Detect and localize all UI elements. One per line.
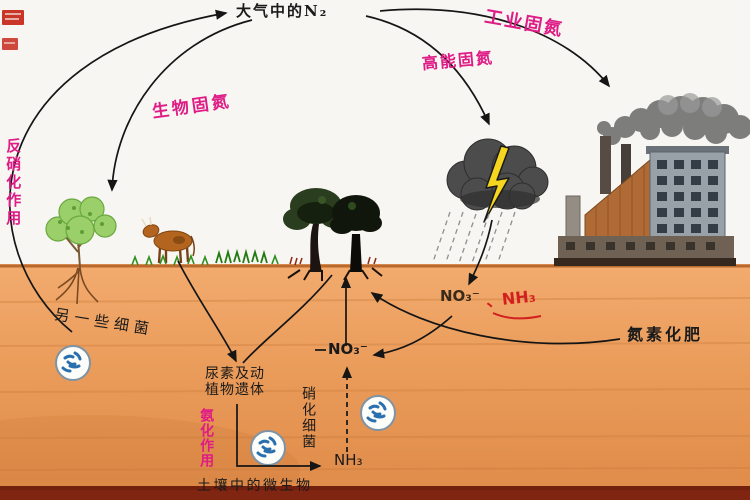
- arrow-fertilizer-to-soil: [370, 292, 621, 345]
- nitrifying-bacteria-label: 硝化细菌: [300, 386, 317, 450]
- arrow-nitrate-into-soil: [372, 315, 453, 359]
- atmosphere-n2-label: 大气中的N₂: [236, 2, 329, 20]
- arrow-denitrification: [9, 9, 228, 333]
- annotation-ammonification: 氨化作用: [198, 408, 215, 468]
- bacteria-icon: [359, 394, 397, 432]
- cycle-arrows: [9, 8, 621, 472]
- tree-roots: [287, 267, 383, 281]
- storm-cloud: [446, 138, 549, 223]
- bacteria-icon: [54, 344, 92, 382]
- trees: [283, 188, 383, 281]
- red-underline: [492, 312, 542, 320]
- arrow-lightning-fixation: [365, 15, 490, 126]
- arrow-biological-fixation: [107, 19, 253, 192]
- chimney: [621, 144, 631, 194]
- page-edge-print-artifact: [2, 10, 24, 50]
- factory: [554, 93, 750, 266]
- soil-nitrate-label: NO₃⁻: [328, 340, 368, 358]
- red-tufts: [289, 256, 377, 266]
- arrow-industrial-fixation: [379, 8, 611, 88]
- arrow-plant-remains: [242, 274, 333, 364]
- nitrogen-fertilizer-label: 氮素化肥: [627, 325, 704, 344]
- soil-ground: [0, 264, 750, 500]
- grass-clump: [215, 248, 268, 264]
- soil-microbes-label: 土壤中的微生物: [197, 478, 313, 494]
- soil-ammonia-label: NH₃: [334, 451, 363, 469]
- arrow-ammonification: [236, 404, 322, 472]
- urea-remains-label: 尿素及动 植物遗体: [205, 366, 265, 398]
- rain-nitrate-label: NO₃⁻: [440, 287, 480, 305]
- lightning-icon: [483, 145, 510, 223]
- chimney: [600, 136, 611, 194]
- urea-remains-line2: 植物遗体: [205, 382, 265, 399]
- arrow-rain-to-soil: [468, 219, 493, 286]
- annotation-denitrification: 反硝化作用: [4, 138, 23, 228]
- arrow-animal-remains: [177, 260, 237, 363]
- bacteria-icon: [249, 429, 287, 467]
- factory-windows: [657, 160, 718, 233]
- shrub-with-roots: [45, 196, 117, 305]
- cow: [141, 216, 196, 264]
- urea-remains-line1: 尿素及动: [205, 366, 265, 382]
- shrub-roots: [55, 267, 99, 305]
- grass-tufts: [131, 253, 279, 266]
